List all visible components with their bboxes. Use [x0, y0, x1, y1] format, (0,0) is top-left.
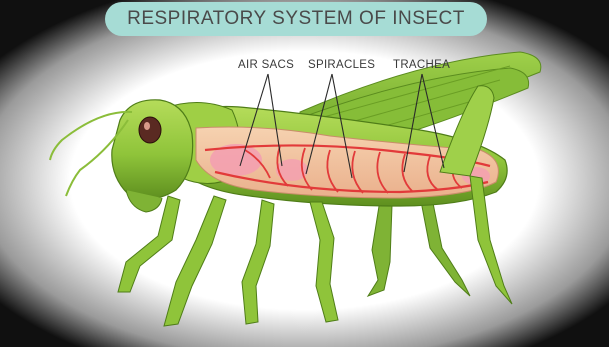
- leader-trachea-1: [404, 74, 422, 172]
- leader-spiracles-1: [306, 74, 332, 174]
- leader-trachea-2: [422, 74, 444, 168]
- leader-air-sacs-1: [240, 74, 268, 166]
- leader-spiracles-2: [332, 74, 352, 178]
- leader-air-sacs-2: [268, 74, 282, 166]
